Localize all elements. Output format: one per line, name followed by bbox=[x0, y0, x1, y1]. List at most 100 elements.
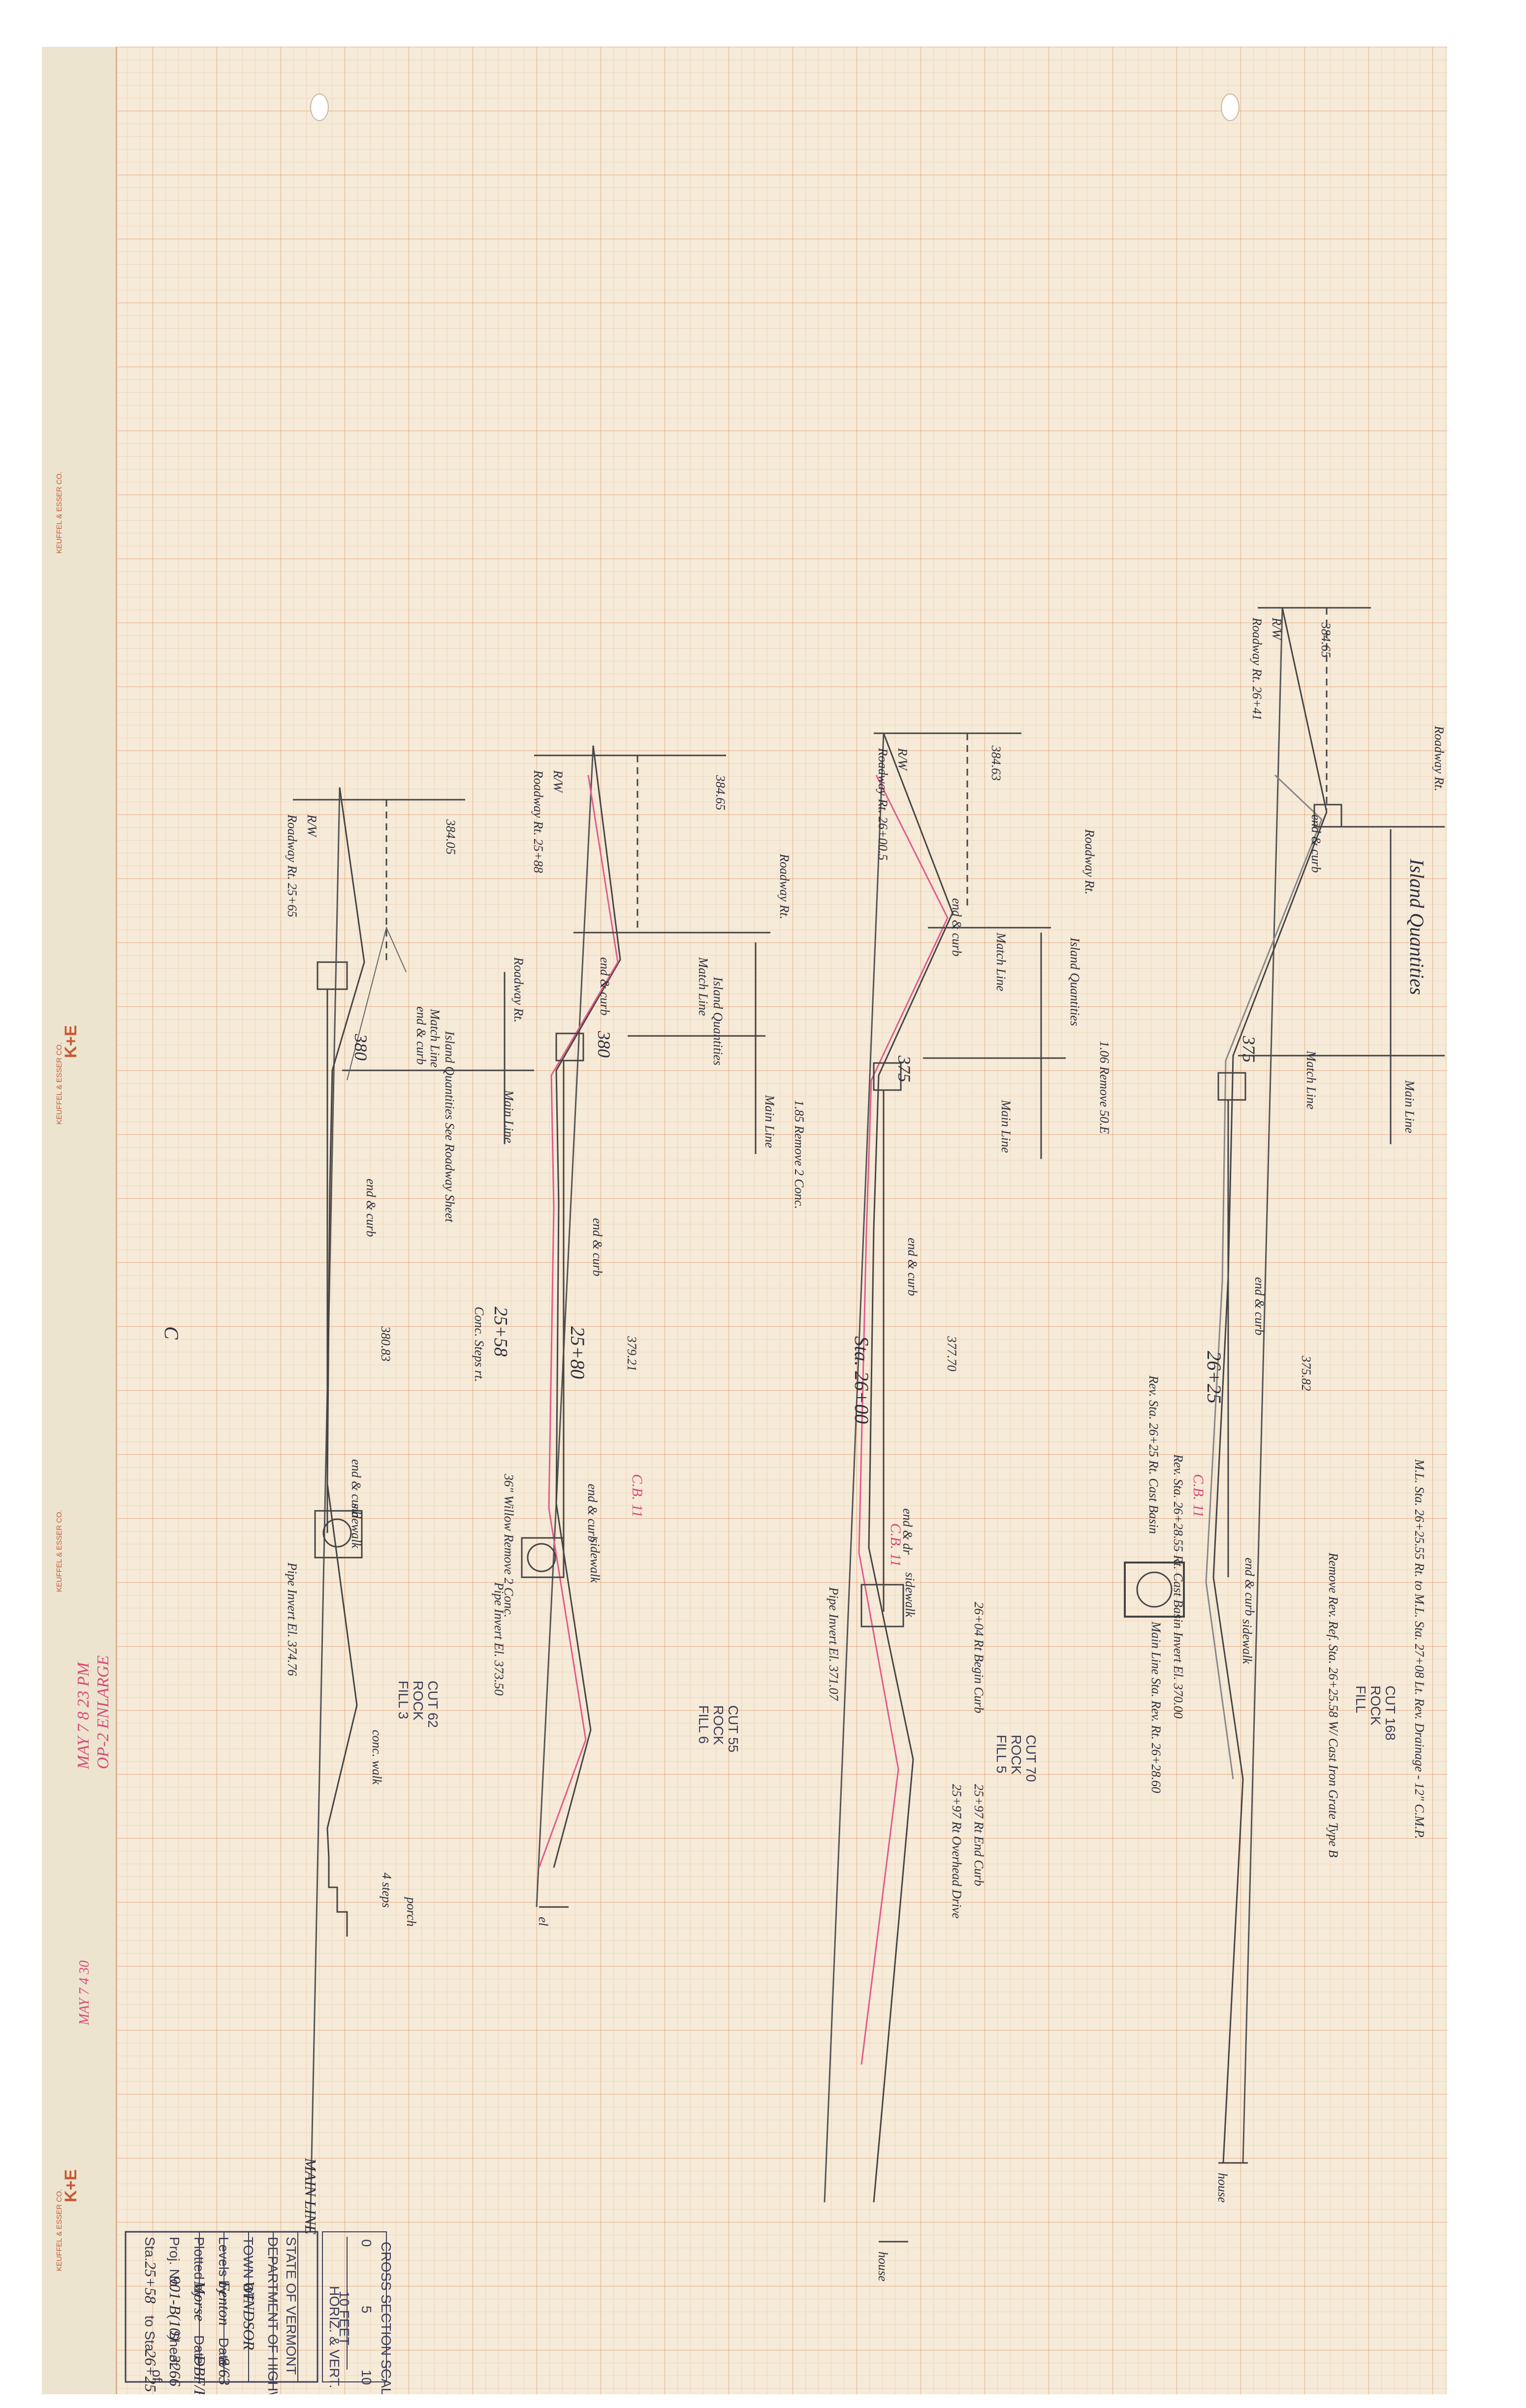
title-scale-5: 5 bbox=[359, 2306, 374, 2314]
maker-mark-top: KEUFFEL & ESSER CO. bbox=[55, 471, 64, 554]
section-3-bottom-mark: house bbox=[876, 2252, 890, 2282]
section-1-row: R/W bbox=[305, 814, 319, 838]
title-of-label: of bbox=[150, 2370, 165, 2381]
section-4-main-line-note: Main Line Sta. Rev. Rt. 26+28.60 bbox=[1149, 1621, 1163, 1793]
section-2-bottom-mark: el bbox=[536, 1917, 550, 1926]
title-sta-to: 26+25 bbox=[142, 2350, 159, 2392]
section-2-elev-top: 384.65 bbox=[713, 775, 728, 811]
maker-logo-mid: K+E bbox=[62, 1025, 80, 1058]
section-4-fill: FILL bbox=[1353, 1686, 1368, 1713]
section-3-island: Island Quantities bbox=[1068, 937, 1082, 1026]
section-1-elev-cl: 380.83 bbox=[379, 1326, 393, 1362]
section-4-bottom-mark: house bbox=[1215, 2173, 1230, 2203]
section-3-curb-dr: end & dr bbox=[900, 1508, 915, 1555]
section-3-remove-note: 1.06 Remove 50.E bbox=[1097, 1041, 1112, 1134]
drawing-sheet: KEUFFEL & ESSER CO. K+E KEUFFEL & ESSER … bbox=[42, 47, 1447, 2394]
section-2-sidewalk: sidewalk bbox=[588, 1538, 602, 1583]
section-2-curb-left: end & curb bbox=[598, 957, 612, 1015]
section-3-rock: ROCK bbox=[1009, 1735, 1024, 1775]
title-state: STATE OF VERMONT bbox=[284, 2237, 299, 2375]
section-4-rev-sta: Rev. Sta. 26+25 Rt. Cast Basin bbox=[1146, 1375, 1161, 1534]
paper-margin-strip bbox=[42, 47, 117, 2394]
cross-section-1: 25+58 Conc. Steps rt. end & curb end & c… bbox=[160, 787, 534, 2232]
title-plotted-date-label: Date bbox=[191, 2335, 207, 2364]
title-main-line: MAIN LINE bbox=[302, 2158, 319, 2235]
maker-mark-lower: KEUFFEL & ESSER CO. bbox=[55, 1510, 64, 1592]
section-4-main-line: Main Line bbox=[1402, 1080, 1417, 1133]
section-3-pipe-invert: Pipe Invert El. 371.07 bbox=[827, 1587, 841, 1701]
section-4-station: 26+25 bbox=[1203, 1351, 1225, 1404]
maker-mark-bottom: KEUFFEL & ESSER CO. bbox=[55, 2189, 64, 2271]
section-3-sidewalk: sidewalk bbox=[903, 1572, 917, 1617]
section-4-remove-note: Remove Rev. Ref. Sta. 26+25.58 W/ Cast I… bbox=[1326, 1552, 1340, 1857]
red-margin-note-2: OP-2 ENLARGE bbox=[94, 1655, 112, 1769]
title-scale-10: 10 bbox=[359, 2370, 374, 2385]
title-proj-no: 901-B(10) bbox=[166, 2276, 184, 2341]
section-2-curb-right: end & curb bbox=[585, 1484, 600, 1542]
title-scale-0: 0 bbox=[359, 2239, 374, 2247]
section-1-elev-380: 380 bbox=[351, 1033, 371, 1061]
section-3-elev-top: 384.63 bbox=[989, 745, 1003, 781]
section-4-elev-cl: 375.82 bbox=[1299, 1355, 1313, 1391]
section-1-rock: ROCK bbox=[411, 1681, 426, 1720]
cross-section-3: Sta. 26+00 end & curb end & curb end & d… bbox=[824, 732, 1112, 2282]
red-margin-note-1: MAY 7 8 23 PM bbox=[74, 1661, 93, 1770]
title-sta-label: Sta. bbox=[142, 2237, 158, 2261]
title-sheet-label: Sheet bbox=[167, 2330, 182, 2366]
title-plotted-by: Morse bbox=[191, 2281, 209, 2321]
title-levels-label: Levels by bbox=[216, 2237, 231, 2295]
title-levels-by: Fenton bbox=[216, 2281, 233, 2326]
title-dept: DEPARTMENT OF HIGHWAYS bbox=[265, 2237, 281, 2394]
section-1-elev-top: 384.05 bbox=[444, 819, 458, 855]
section-1-top-ref: Roadway Rt. 25+65 bbox=[285, 814, 299, 917]
section-4-elev-375: 375 bbox=[1239, 1035, 1259, 1063]
section-3-curb-mid: end & curb bbox=[905, 1238, 920, 1296]
section-1-fill: FILL 3 bbox=[396, 1681, 411, 1719]
section-4-curb-left: end & curb bbox=[1309, 814, 1323, 873]
section-2-cut: CUT 55 bbox=[726, 1705, 741, 1752]
section-4-rock: ROCK bbox=[1368, 1686, 1383, 1725]
section-1-station: 25+58 bbox=[490, 1307, 511, 1357]
title-sheet-no: 32 bbox=[166, 2354, 184, 2371]
section-4-basin-note: Rev. Sta. 26+28.55 Rt. Cast Basin Invert… bbox=[1171, 1454, 1185, 1719]
section-3-elev-375: 375 bbox=[894, 1055, 914, 1082]
section-4-curb-mid: end & curb bbox=[1252, 1277, 1267, 1335]
section-2-main-line: Main Line bbox=[763, 1095, 777, 1148]
section-3-top-ref: Roadway Rt. 26+00.5 bbox=[876, 748, 890, 860]
section-2-top-ref: Roadway Rt. 25+88 bbox=[531, 770, 545, 873]
title-town-label: TOWN OF bbox=[241, 2237, 256, 2302]
section-1-centerline-mark: C bbox=[160, 1326, 183, 1340]
section-4-match-line: Match Line bbox=[1304, 1050, 1318, 1109]
section-1-curb-right: end & curb bbox=[349, 1459, 363, 1517]
title-scale-hv: HORIZ. & VERT. bbox=[327, 2286, 342, 2388]
cross-section-4: 26+25 end & curb end & curb end & curb s… bbox=[1124, 607, 1446, 2203]
section-3-main-line: Main Line bbox=[999, 1099, 1013, 1153]
section-2-elev-380: 380 bbox=[594, 1031, 614, 1058]
section-4-elev-top: 384.65 bbox=[1319, 622, 1333, 658]
section-3-curb-left: end & curb bbox=[950, 898, 964, 956]
section-4-island: Island Quantities bbox=[1406, 858, 1428, 995]
red-margin-note-3: MAY 7 4 30 bbox=[77, 1961, 92, 2026]
section-4-cb-label: C.B. 11 bbox=[1190, 1474, 1207, 1518]
section-1-match-line: Match Line bbox=[428, 1008, 442, 1067]
section-3-drive-note-1: 25+97 Rt Overhead Drive bbox=[950, 1784, 964, 1918]
title-to-label: to Sta. bbox=[142, 2315, 158, 2355]
section-1-curb-left: end & curb bbox=[414, 1006, 428, 1064]
section-2-row: R/W bbox=[551, 770, 565, 793]
section-1-cut: CUT 62 bbox=[425, 1681, 441, 1728]
maker-logo-bottom: K+E bbox=[62, 2169, 80, 2202]
maker-mark-mid: KEUFFEL & ESSER CO. bbox=[55, 1042, 64, 1125]
section-2-match-line: Match Line bbox=[696, 957, 710, 1016]
title-plotted-date: DBF/HM bbox=[191, 2354, 209, 2394]
section-2-fill: FILL 6 bbox=[696, 1705, 711, 1744]
section-1-steps-note: Conc. Steps rt. bbox=[472, 1307, 486, 1382]
punch-hole bbox=[1221, 94, 1240, 121]
section-1-curb-mid: end & curb bbox=[364, 1179, 378, 1237]
section-3-fill: FILL 5 bbox=[994, 1735, 1009, 1773]
section-1-steps: 4 steps bbox=[380, 1873, 394, 1908]
title-scale-unit: 10 FEET bbox=[337, 2291, 352, 2345]
section-2-elev-cl: 379.21 bbox=[625, 1336, 639, 1372]
section-3-drive-note-2: 25+97 Rt End Curb bbox=[972, 1784, 986, 1886]
section-4-ml-note: M.L. Sta. 26+25.55 Rt. to M.L. Sta. 27+0… bbox=[1412, 1459, 1427, 1839]
section-4-cut: CUT 168 bbox=[1383, 1686, 1398, 1741]
